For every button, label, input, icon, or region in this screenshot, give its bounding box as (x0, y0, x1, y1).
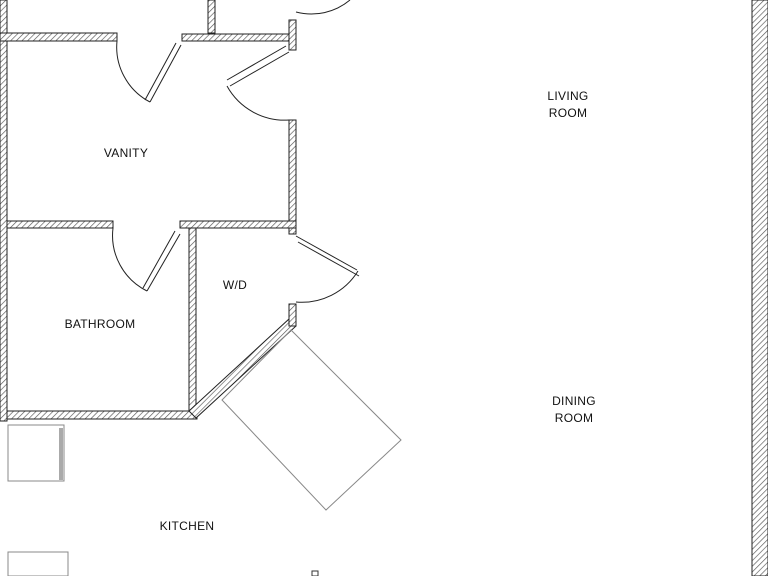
wd-right-wall (288, 303, 297, 327)
living-line-2: ROOM (548, 106, 588, 120)
bathroom-door (112, 227, 181, 292)
kitchen-counter (7, 424, 65, 482)
right-exterior-wall (751, 0, 768, 576)
doors (112, 0, 360, 303)
top-closet-wall (207, 0, 216, 34)
vanity-bathroom-wall-right (179, 220, 297, 229)
top-door (295, 0, 351, 15)
living-line-1: LIVING (547, 89, 589, 103)
room-label-wd: W/D (222, 278, 248, 292)
top-left-stub-wall (0, 32, 118, 42)
dining-line-2: ROOM (554, 411, 594, 425)
room-label-kitchen: KITCHEN (159, 519, 215, 533)
dining-line-1: DINING (552, 394, 596, 408)
wd-diagonal-wall (188, 318, 297, 419)
room-label-dining: DINING ROOM (552, 393, 596, 427)
kitchen-counter-lower (7, 551, 69, 576)
vanity-bathroom-wall-left (6, 220, 114, 229)
vanity-top-wall-right (181, 33, 297, 42)
room-label-bathroom: BATHROOM (64, 317, 136, 331)
bathroom-wd-wall (188, 227, 197, 412)
vanity-right-wall-top (288, 19, 297, 51)
left-exterior-wall (0, 0, 8, 422)
fixtures (7, 329, 402, 576)
vanity-door (116, 40, 182, 103)
bathroom-bottom-wall (6, 410, 198, 420)
room-label-vanity: VANITY (103, 146, 149, 160)
vanity-side-door (226, 45, 290, 121)
wd-door (295, 235, 360, 303)
dining-table (221, 329, 402, 511)
room-label-living: LIVING ROOM (547, 88, 588, 122)
vanity-right-wall (288, 119, 297, 235)
kitchen-fixture-mark (311, 570, 319, 576)
